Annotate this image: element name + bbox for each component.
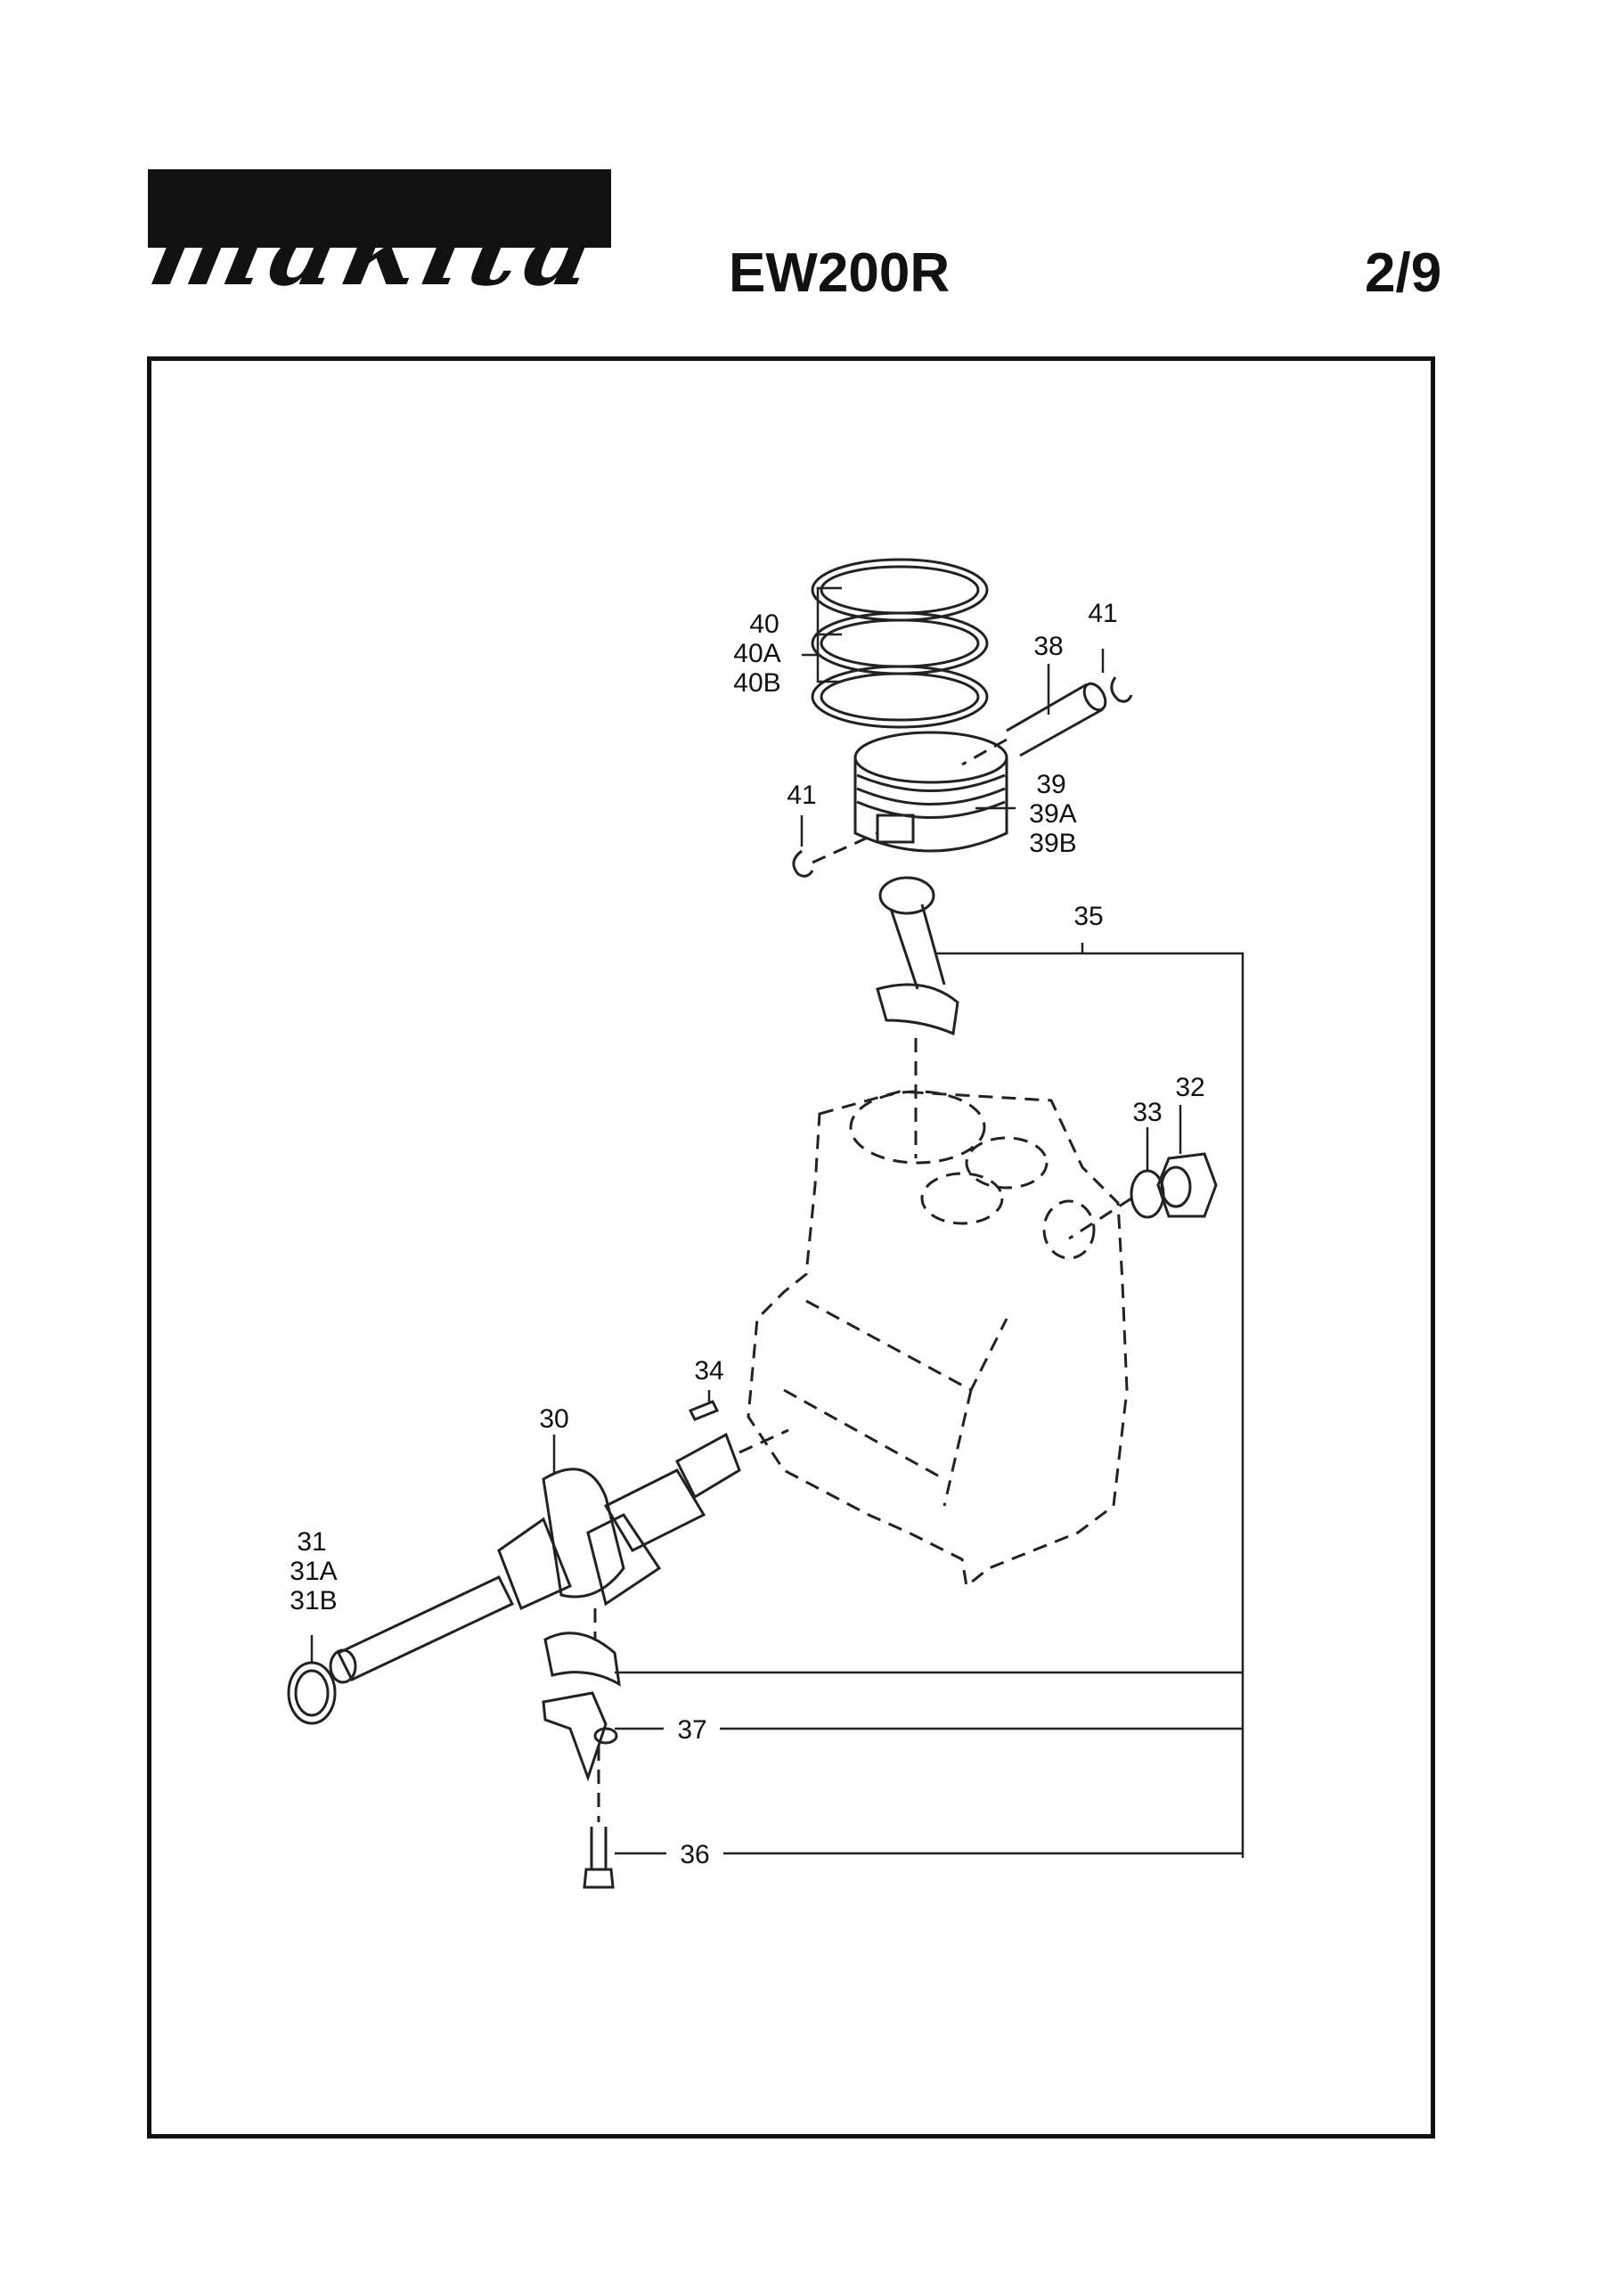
- leader-lines: [310, 649, 1245, 1858]
- piston: [853, 731, 1008, 853]
- model-number: EW200R: [729, 242, 951, 304]
- callout-36: 36: [680, 1840, 709, 1869]
- callout-32: 32: [1175, 1073, 1204, 1102]
- makita-logo: makita: [148, 169, 611, 312]
- logo-white-band: [148, 248, 611, 312]
- callout-33: 33: [1132, 1098, 1162, 1127]
- callout-41-left: 41: [787, 781, 816, 810]
- callout-40: 40: [749, 609, 779, 639]
- callout-41-top: 41: [1088, 599, 1117, 628]
- oil-dipper-37: [542, 1691, 618, 1782]
- callout-40a: 40A: [733, 639, 780, 668]
- key-34: [688, 1400, 720, 1421]
- piston-rings: [811, 558, 989, 729]
- crankshaft: [329, 1432, 741, 1684]
- engine-block: [747, 1090, 1129, 1589]
- callout-38: 38: [1033, 632, 1063, 661]
- callout-37: 37: [677, 1715, 706, 1745]
- callout-39: 39: [1036, 770, 1065, 799]
- washer-33: [1130, 1169, 1165, 1219]
- diagram-frame: [147, 356, 1435, 2139]
- connecting-rod: [876, 876, 959, 1036]
- nut-32: [1156, 1152, 1218, 1218]
- callout-31b: 31B: [290, 1586, 337, 1615]
- callout-39a: 39A: [1029, 799, 1076, 829]
- callout-35: 35: [1073, 902, 1103, 931]
- page-number: 2/9: [1365, 242, 1442, 304]
- callout-31a: 31A: [290, 1557, 337, 1586]
- rod-cap: [543, 1632, 621, 1687]
- circlip-left: [792, 849, 814, 878]
- piston-pin: [961, 682, 1107, 766]
- callout-40b: 40B: [733, 668, 780, 698]
- callout-30: 30: [539, 1404, 568, 1434]
- seal-31: [287, 1661, 337, 1725]
- bolt-36: [583, 1827, 615, 1889]
- callout-39b: 39B: [1029, 829, 1076, 858]
- callout-34: 34: [694, 1356, 723, 1386]
- callout-31: 31: [297, 1527, 326, 1557]
- callout-40-bracket: [802, 586, 842, 683]
- circlip-right: [1110, 676, 1133, 703]
